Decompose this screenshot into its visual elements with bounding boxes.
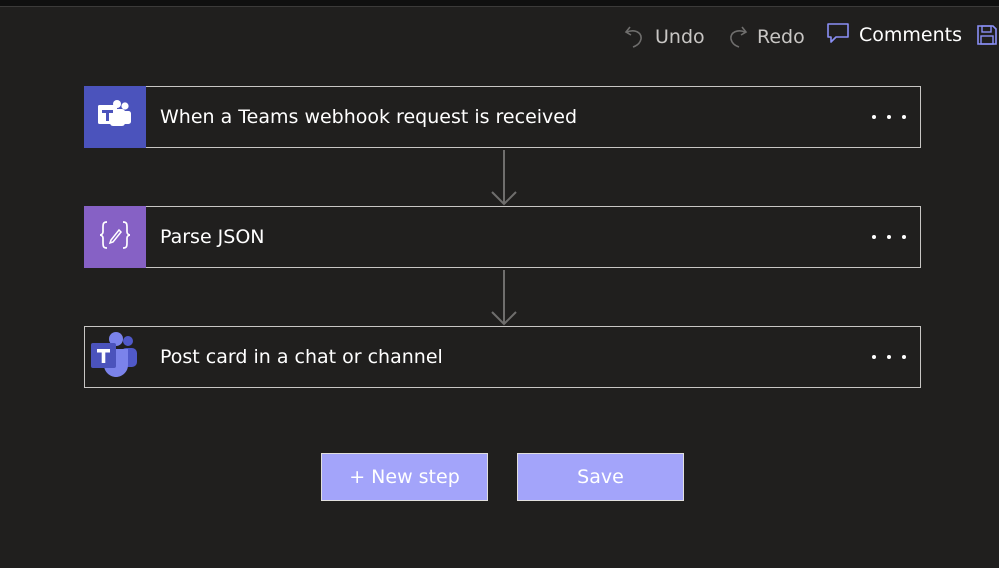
undo-icon [624, 22, 646, 52]
post-card-step-card[interactable]: Post card in a chat or channel [84, 326, 921, 388]
connector-arrow [491, 270, 517, 326]
ellipsis-dot [902, 115, 906, 119]
ellipsis-dot [887, 235, 891, 239]
redo-button[interactable]: Redo [726, 22, 805, 52]
undo-button[interactable]: Undo [624, 22, 705, 52]
redo-icon [726, 22, 748, 52]
comment-icon [826, 22, 850, 48]
save-button[interactable]: Save [517, 453, 684, 501]
ellipsis-dot [872, 115, 876, 119]
comments-label: Comments [859, 24, 962, 46]
step-icon-tile [84, 326, 146, 388]
ellipsis-dot [872, 235, 876, 239]
more-options-button[interactable] [872, 225, 906, 249]
step-title: Parse JSON [160, 226, 265, 248]
redo-label: Redo [757, 26, 805, 48]
save-disk-icon [976, 24, 998, 50]
undo-label: Undo [655, 26, 705, 48]
new-step-button[interactable]: + New step [321, 453, 488, 501]
connector-arrow [491, 150, 517, 206]
teams-logo-icon [88, 331, 142, 383]
curly-braces-icon [98, 220, 132, 254]
step-title: Post card in a chat or channel [160, 346, 443, 368]
top-divider [0, 0, 999, 7]
ellipsis-dot [902, 235, 906, 239]
parse-json-step-card[interactable]: Parse JSON [84, 206, 921, 268]
comments-button[interactable]: Comments [826, 22, 962, 48]
ellipsis-dot [902, 355, 906, 359]
step-title: When a Teams webhook request is received [160, 106, 578, 128]
more-options-button[interactable] [872, 105, 906, 129]
step-icon-tile [84, 86, 146, 148]
ellipsis-dot [887, 115, 891, 119]
ellipsis-dot [872, 355, 876, 359]
teams-app-icon [96, 99, 134, 135]
save-toolbar-button[interactable] [976, 24, 998, 50]
more-options-button[interactable] [872, 345, 906, 369]
step-icon-tile [84, 206, 146, 268]
ellipsis-dot [887, 355, 891, 359]
trigger-step-card[interactable]: When a Teams webhook request is received [84, 86, 921, 148]
